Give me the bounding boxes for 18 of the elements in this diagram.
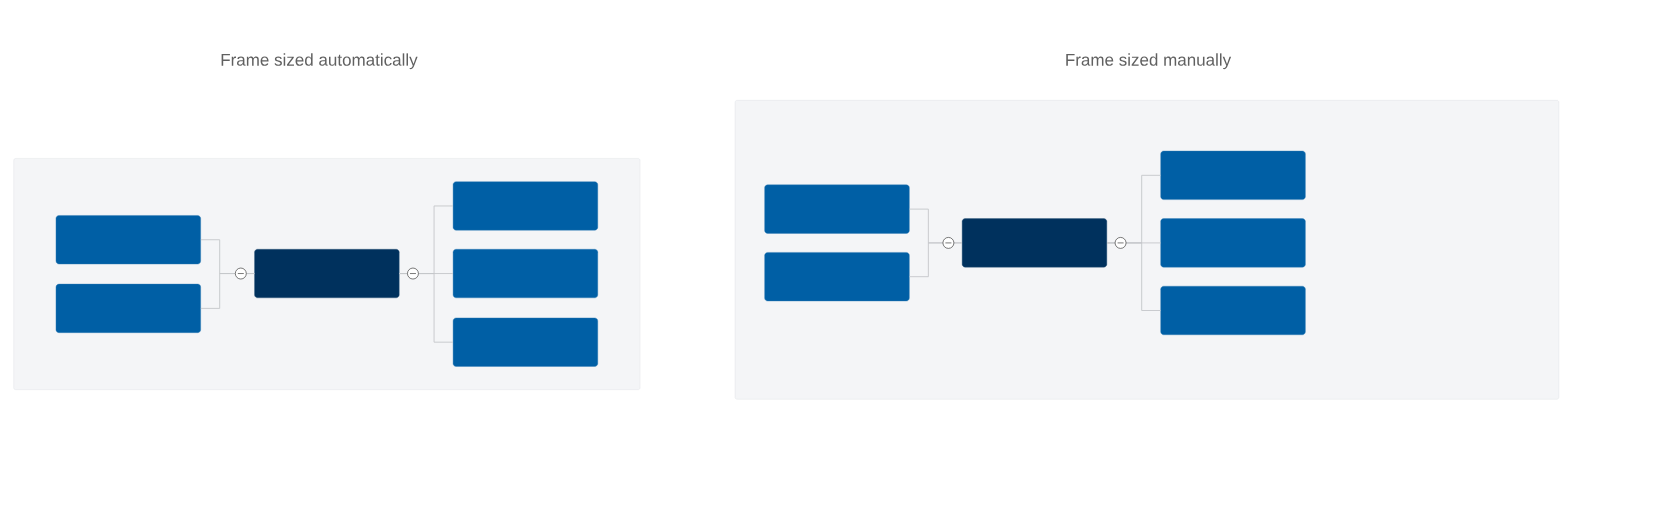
topic-box (1160, 286, 1306, 335)
topic-box (55, 215, 201, 265)
topic-box (452, 317, 598, 367)
topic-box (764, 184, 910, 234)
connector (200, 273, 255, 309)
topic-box (254, 249, 400, 299)
topic-box (764, 252, 910, 302)
frame-title: Frame sized manually (1066, 53, 1232, 70)
connector (398, 273, 454, 343)
connector (909, 242, 963, 278)
topic-box (452, 181, 598, 231)
frame-title: Frame sized automatically (221, 53, 418, 70)
topic-box (55, 283, 201, 333)
topic-box (1160, 218, 1306, 268)
topic-box (961, 218, 1108, 268)
topic-box (1160, 150, 1306, 200)
connector (1106, 242, 1161, 311)
topic-box (452, 249, 598, 299)
